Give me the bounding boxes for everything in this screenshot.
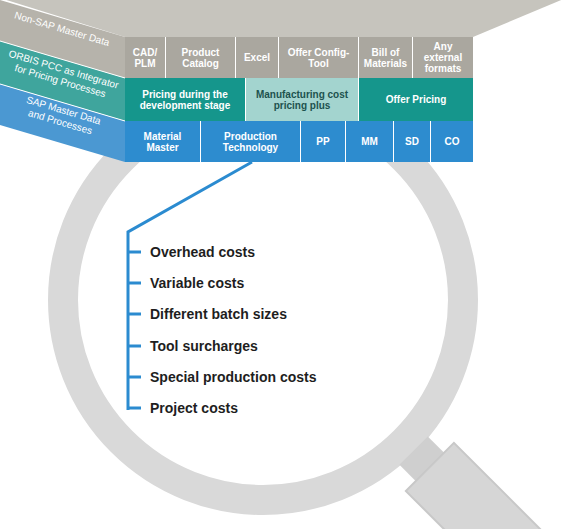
list-bracket [127,252,141,408]
cell-box: SD [393,121,430,162]
cell-label: Any external formats [417,41,469,74]
cell-box: Excel [235,37,278,78]
cell-label: Offer Pricing [386,94,447,105]
cell-label: Offer Config- Tool [283,47,354,69]
cell-label: Bill of Materials [363,47,408,69]
cell-label: PP [316,136,329,147]
layer-band: Non-SAP Master DataCAD/ PLMProduct Catal… [125,37,473,78]
cell-box: Any external formats [412,37,473,78]
cell-box: CO [430,121,473,162]
layer-band: ORBIS PCC as Integrator for Pricing Proc… [125,78,473,121]
cell-box: Offer Config- Tool [278,37,358,78]
cell-box: Material Master [125,121,200,162]
cell-label: Production Technology [205,131,296,153]
cell-label: Material Master [129,131,196,153]
cell-label: MM [361,136,378,147]
cell-box: Production Technology [200,121,300,162]
cell-box: Bill of Materials [358,37,412,78]
cell-label: Excel [244,52,270,63]
cell-label: Manufacturing cost pricing plus [250,89,354,111]
cell-label: CO [445,136,460,147]
cell-box: Offer Pricing [358,78,473,121]
list-item: Variable costs [150,274,244,292]
layer-band: SAP Master Data and ProcessesMaterial Ma… [125,121,473,162]
list-item: Different batch sizes [150,305,287,323]
magnifier-handle [390,427,567,529]
cell-box: CAD/ PLM [125,37,165,78]
cell-label: Product Catalog [170,47,231,69]
list-item: Overhead costs [150,243,255,261]
cell-box: Product Catalog [165,37,235,78]
list-item: Project costs [150,399,238,417]
list-item: Special production costs [150,368,316,386]
cell-label: CAD/ PLM [129,47,161,69]
cell-label: SD [405,136,419,147]
cell-box: MM [345,121,393,162]
cell-label: Pricing during the development stage [129,89,241,111]
cell-box: Pricing during the development stage [125,78,245,121]
list-item: Tool surcharges [150,337,258,355]
handle-grip [406,443,567,529]
cell-box: PP [300,121,345,162]
cell-box: Manufacturing cost pricing plus [245,78,358,121]
